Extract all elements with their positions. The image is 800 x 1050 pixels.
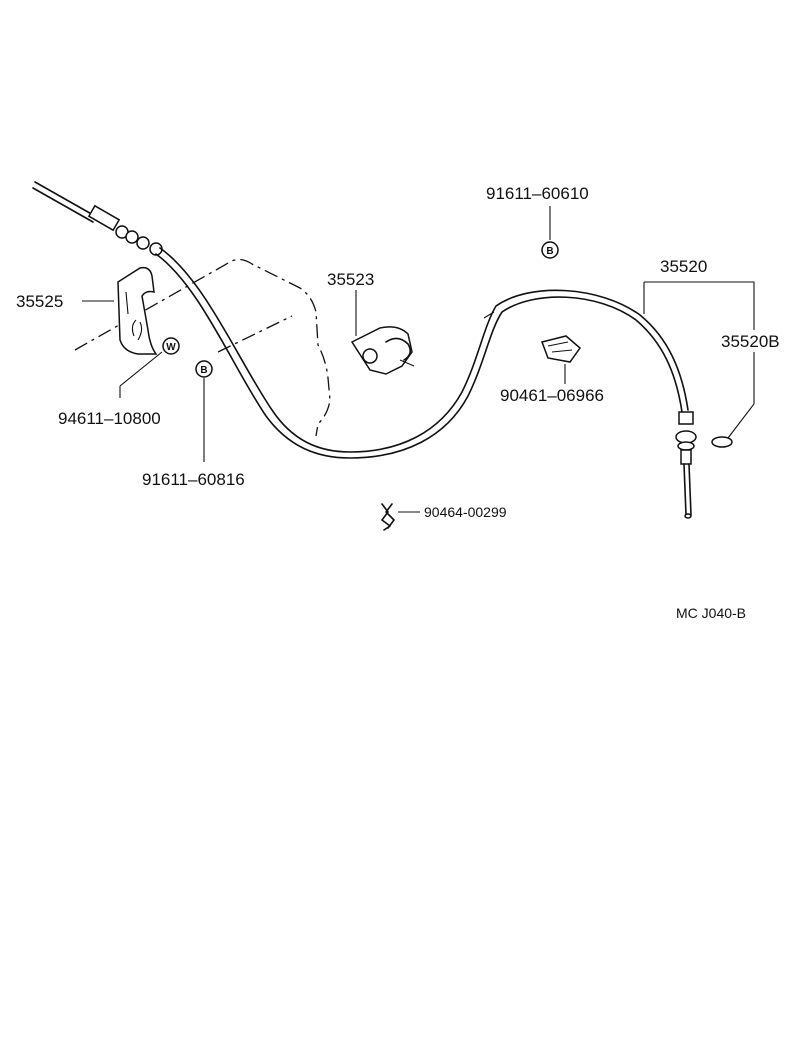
svg-text:B: B <box>546 246 553 257</box>
diagram-code: MC J040-B <box>676 605 746 621</box>
badge-b-left: B <box>195 360 213 378</box>
floor-outline <box>74 258 331 437</box>
label-35525: 35525 <box>16 292 63 311</box>
label-35520B: 35520B <box>721 332 780 351</box>
parking-brake-cable <box>32 181 697 519</box>
clip-90464-00299-illustration <box>381 503 395 531</box>
grommet-35520B-illustration <box>711 436 733 448</box>
label-94611-10800: 94611–10800 <box>58 409 161 428</box>
clip-90461-06966-illustration <box>541 335 582 363</box>
label-90464-00299: 90464-00299 <box>424 504 507 520</box>
label-91611-60610: 91611–60610 <box>486 184 589 203</box>
svg-text:B: B <box>200 365 207 376</box>
label-91611-60816: 91611–60816 <box>142 470 245 489</box>
svg-text:W: W <box>166 342 176 353</box>
bracket-35525-illustration <box>117 266 158 355</box>
label-90461-06966: 90461–06966 <box>500 386 604 405</box>
label-35520: 35520 <box>660 257 707 276</box>
badge-b-top: B <box>541 241 559 259</box>
label-35523: 35523 <box>327 270 374 289</box>
clamp-35523-illustration <box>350 326 415 375</box>
badge-w-left: W <box>162 337 180 355</box>
leader-lines <box>82 206 755 513</box>
